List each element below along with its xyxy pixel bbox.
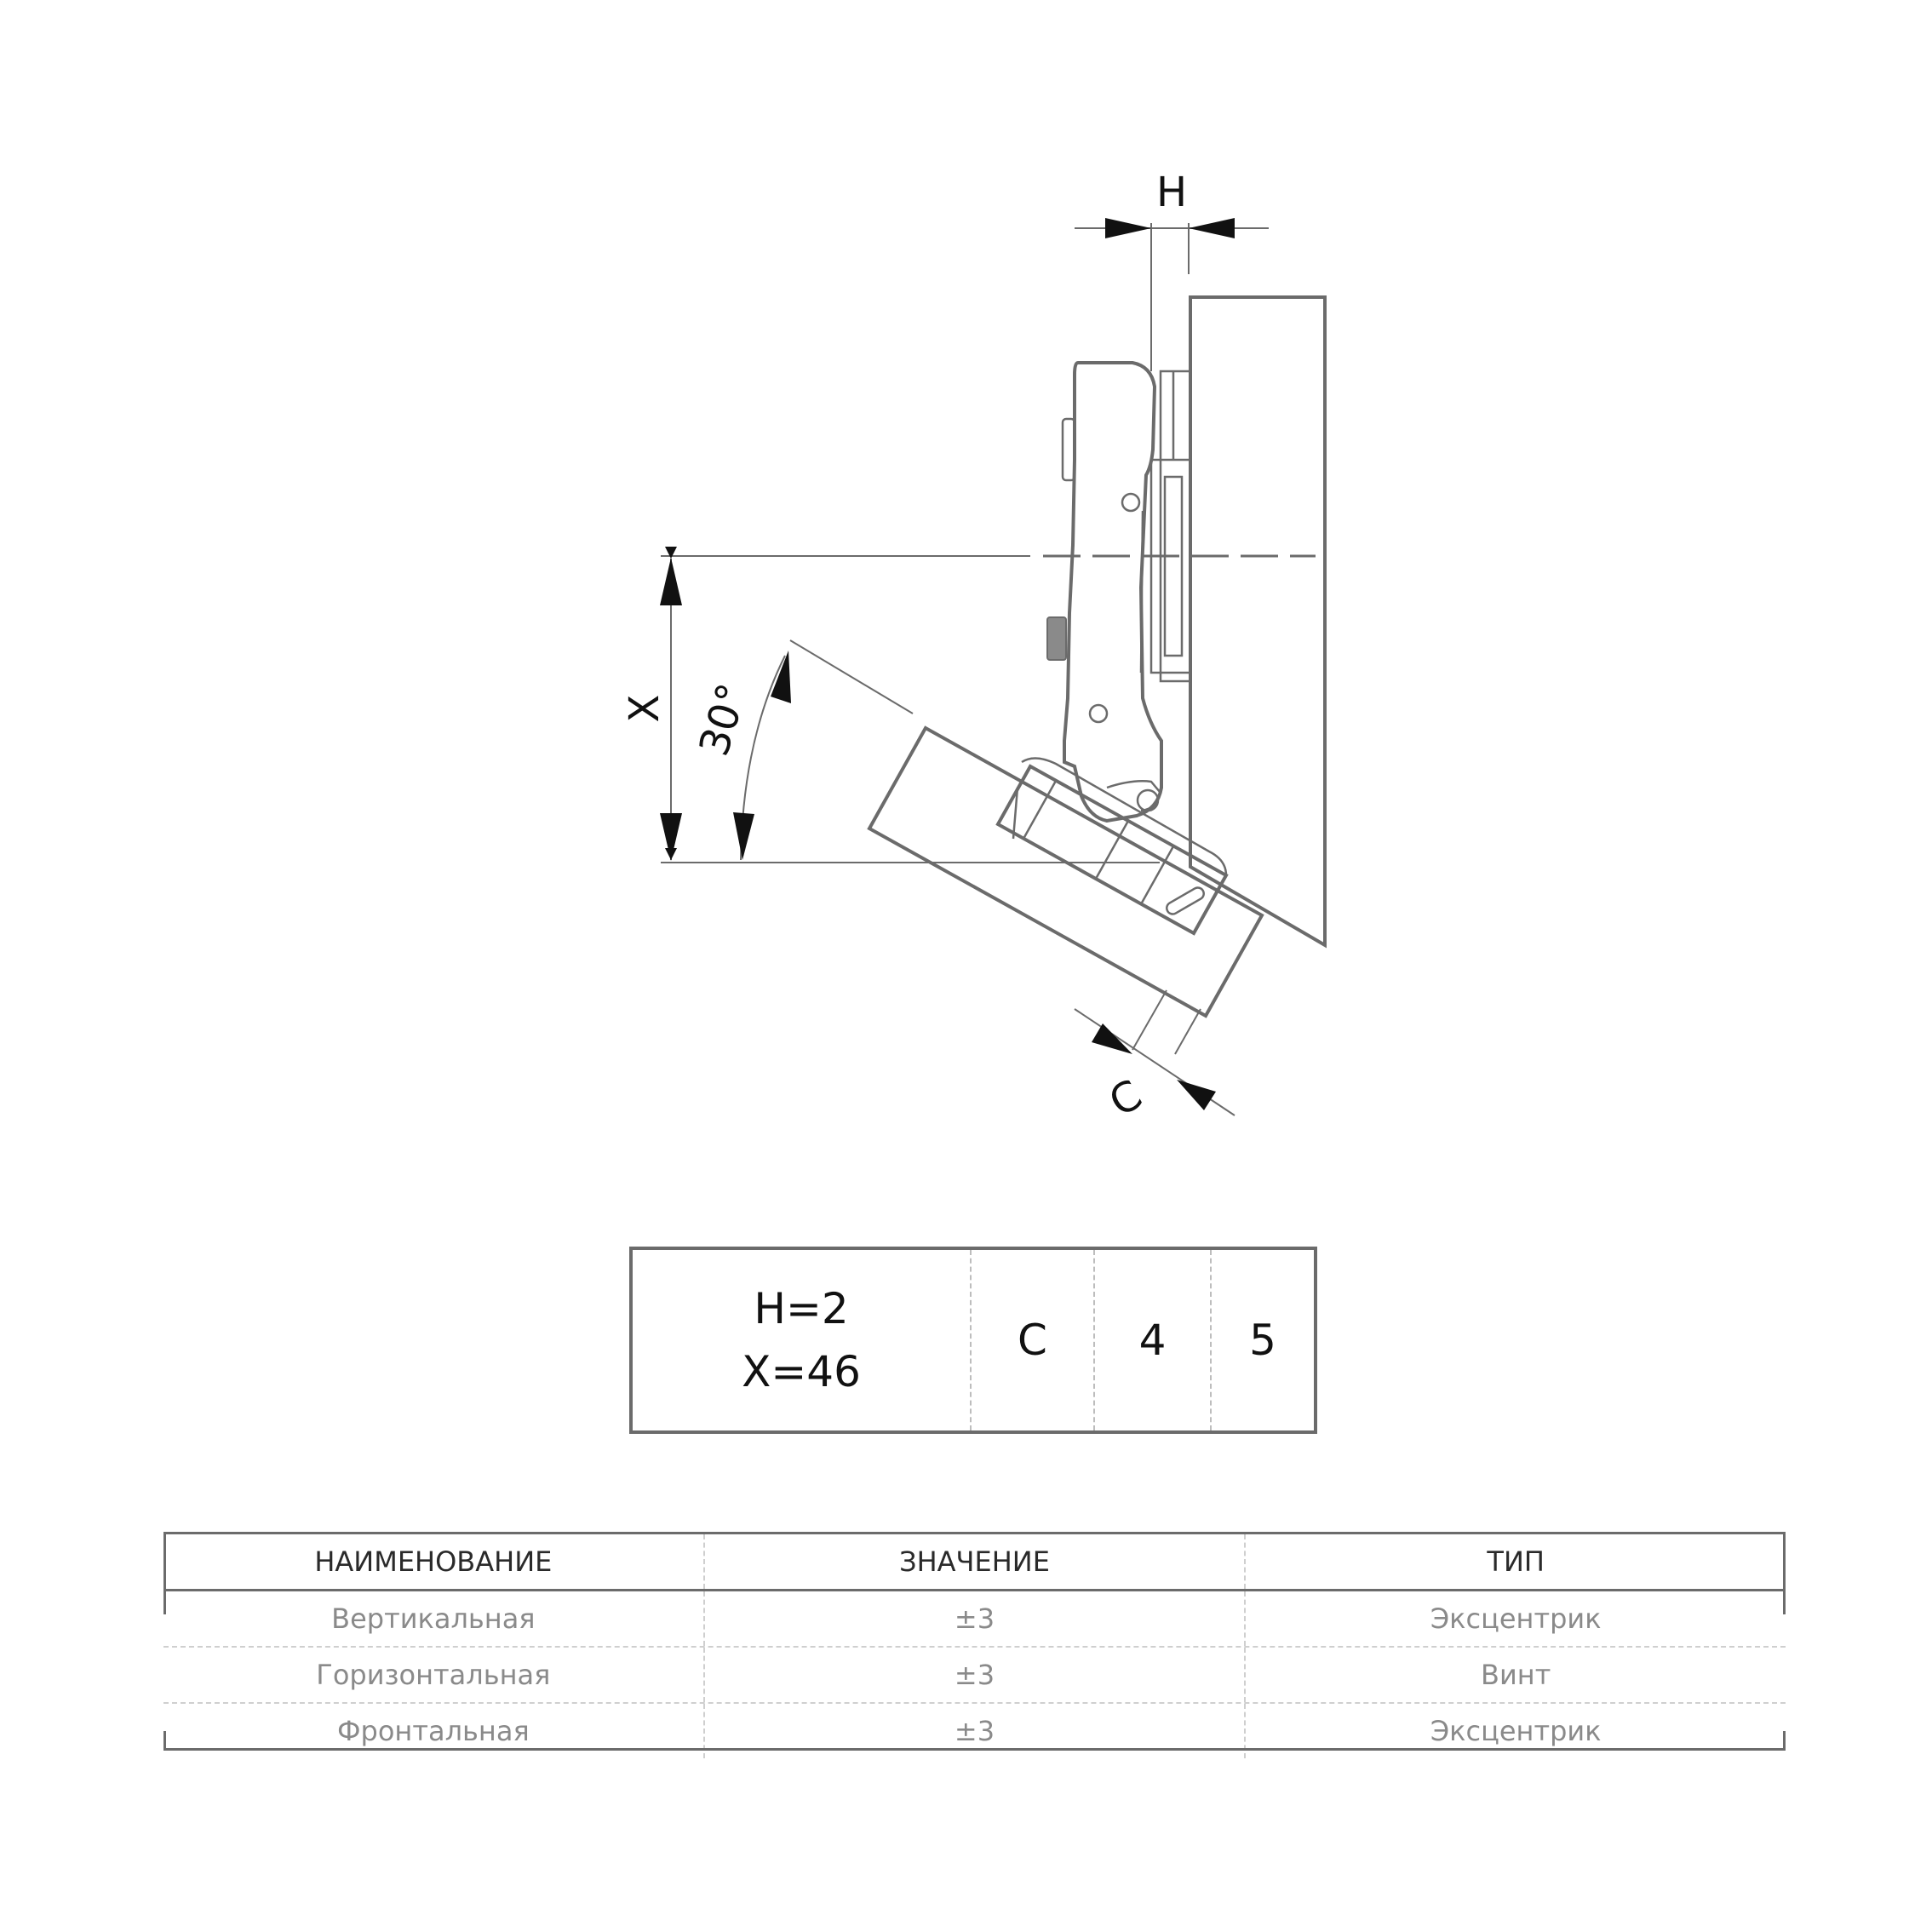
h-dimension-label: H: [1156, 169, 1187, 216]
hinge-arm: [1063, 361, 1163, 823]
x-dimension-label: X: [621, 695, 668, 723]
specs-cell-3: 4: [1093, 1250, 1210, 1430]
adjustment-table: НАИМЕНОВАНИЕ ЗНАЧЕНИЕ ТИП Вертикальная ±…: [163, 1532, 1786, 1758]
arm-hole-1: [1121, 492, 1141, 513]
header-name: НАИМЕНОВАНИЕ: [314, 1545, 553, 1578]
specs-box: H=2 X=46 C 4 5: [629, 1247, 1317, 1434]
x-value: X=46: [742, 1347, 861, 1396]
door-panel: [867, 725, 1264, 1018]
arm-hole-2: [1088, 703, 1109, 724]
cup-slot: [1166, 886, 1205, 915]
table-header-row: НАИМЕНОВАНИЕ ЗНАЧЕНИЕ ТИП: [163, 1534, 1786, 1591]
h-arrow-left: [1105, 218, 1151, 238]
c-arrow-left: [1092, 1023, 1132, 1054]
h-arrow-right: [1189, 218, 1235, 238]
table-row: Вертикальная ±3 Эксцентрик: [163, 1591, 1786, 1646]
row-type: Винт: [1244, 1648, 1786, 1702]
cabinet-side-panel: [1189, 295, 1327, 949]
table-row: Горизонтальная ±3 Винт: [163, 1646, 1786, 1702]
h-value: H=2: [754, 1284, 849, 1333]
adjust-screw-mid: [1046, 616, 1067, 661]
hinge-diagram: X 30° H C: [621, 169, 1327, 1127]
row-value: ±3: [702, 1648, 1245, 1702]
table-row: Фронтальная ±3 Эксцентрик: [163, 1702, 1786, 1758]
c-dimension-label: C: [1101, 1071, 1149, 1127]
specs-main-cell: H=2 X=46: [633, 1250, 970, 1430]
specs-cell-4: 5: [1210, 1250, 1314, 1430]
specs-cell-2: C: [970, 1250, 1093, 1430]
row-type: Эксцентрик: [1244, 1591, 1786, 1646]
angle-label: 30°: [690, 678, 756, 761]
c-arrow-right: [1177, 1080, 1216, 1110]
row-value: ±3: [702, 1591, 1245, 1646]
row-type: Эксцентрик: [1244, 1704, 1786, 1758]
header-type: ТИП: [1244, 1534, 1786, 1589]
adjust-screw-top: [1061, 417, 1076, 482]
header-value: ЗНАЧЕНИЕ: [702, 1534, 1245, 1589]
row-name: Горизонтальная: [316, 1659, 551, 1691]
hinge-cup: [995, 764, 1229, 936]
pivot-pin: [1136, 788, 1160, 812]
row-value: ±3: [702, 1704, 1245, 1758]
row-name: Фронтальная: [336, 1715, 530, 1747]
row-name: Вертикальная: [331, 1602, 536, 1635]
